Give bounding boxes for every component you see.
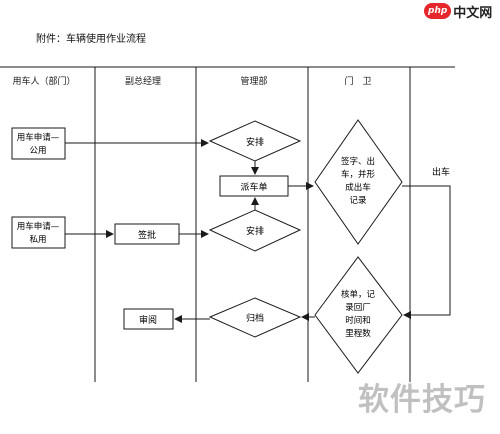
node-gate-out-line4: 记录: [349, 196, 367, 206]
node-apply-private-line2: 私用: [29, 235, 46, 245]
node-apply-private: [11, 216, 66, 249]
node-gate-out-line2: 车，并形: [341, 169, 376, 180]
node-arrange-mid: [208, 209, 302, 252]
lane-header-admin: 管理部: [240, 77, 268, 87]
node-gate-out-line1: 签字、出: [341, 156, 375, 167]
node-arrange-mid-label: 安排: [246, 225, 264, 237]
watermark: 软件技巧: [358, 382, 486, 418]
node-gate-back-line1: 核单，记: [341, 289, 376, 300]
site-logo: php 中文网: [424, 0, 500, 22]
node-filing-label: 归档: [246, 312, 264, 324]
node-arrange-top: [208, 120, 302, 162]
edge-depart-return: [402, 185, 451, 319]
edge-label-depart: 出车: [432, 166, 450, 178]
logo-badge: php: [424, 3, 452, 19]
node-arrange-top-label: 安排: [246, 136, 264, 148]
node-sign-label: 签批: [138, 229, 156, 241]
node-apply-public-line1: 用车申请—: [17, 132, 60, 143]
node-filing: [208, 297, 302, 338]
lane-header-gate: 门 卫: [344, 77, 372, 87]
node-gate-out-line3: 成出车: [345, 182, 371, 193]
node-apply-public-line2: 公用: [29, 146, 46, 156]
node-gate-back-line2: 录回厂: [345, 303, 371, 313]
page-title: 附件：车辆使用作业流程: [36, 34, 146, 45]
lane-header-requester: 用车人（部门）: [12, 77, 76, 87]
node-gate-back-line3: 时间和: [345, 315, 371, 326]
node-dispatch-label: 派车单: [240, 181, 267, 193]
node-gate-out: [314, 119, 403, 245]
lane-header-vice-gm: 副总经理: [124, 77, 162, 87]
node-review-label: 审阅: [139, 314, 157, 326]
node-gate-back: [314, 256, 403, 374]
node-apply-private-line1: 用车申请—: [17, 221, 60, 232]
node-review: [123, 308, 174, 330]
logo-text: 中文网: [453, 5, 493, 21]
node-gate-back-line4: 里程数: [345, 328, 371, 339]
